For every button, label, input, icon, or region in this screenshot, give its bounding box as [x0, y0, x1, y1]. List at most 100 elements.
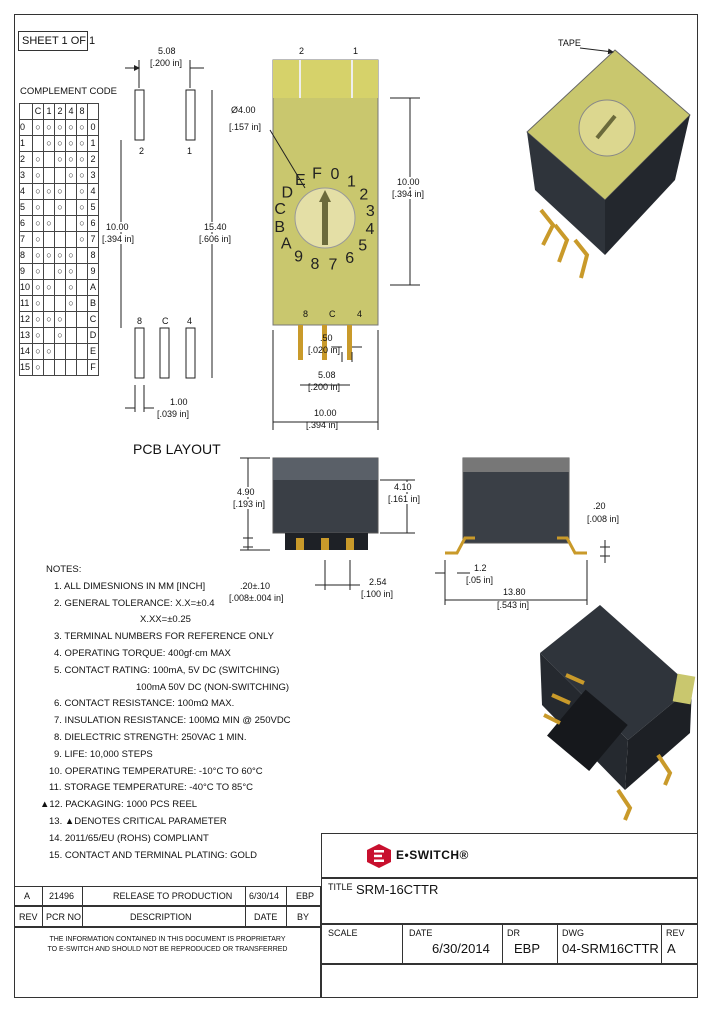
pcb-dim-left-in: [.394 in] — [102, 234, 135, 244]
date-label: DATE — [409, 928, 433, 938]
note-8: 8. DIELECTRIC STRENGTH: 250VAC 1 MIN. — [54, 731, 247, 743]
complement-cell: 0 — [87, 119, 99, 136]
side-r-lead: 1.2 — [474, 563, 487, 573]
complement-cell — [65, 183, 77, 200]
complement-cell: 1 — [87, 135, 99, 152]
rev-label: REV — [666, 928, 685, 938]
pcb-pad-label-4: 4 — [187, 316, 193, 326]
by-header: BY — [297, 912, 310, 922]
side-r-t: .20 — [593, 501, 606, 511]
complement-cell: ○ — [32, 311, 44, 328]
dr-value: EBP — [514, 941, 541, 956]
date-header: DATE — [254, 912, 278, 922]
note-7: 7. INSULATION RESISTANCE: 100MΩ MIN @ 25… — [54, 715, 291, 727]
complement-cell: ○ — [65, 279, 77, 296]
side-pitch: 2.54 — [369, 577, 387, 587]
complement-cell — [43, 295, 55, 312]
complement-row: 10○○○A — [19, 279, 99, 296]
complement-row: 13○○D — [19, 327, 99, 344]
iso-tape-label: TAPE — [558, 38, 581, 48]
complement-cell: ○ — [32, 359, 44, 376]
complement-cell: ○ — [32, 183, 44, 200]
pcb-pad-label-1: 1 — [187, 146, 193, 156]
complement-cell: ○ — [54, 199, 66, 216]
complement-cell: ○ — [32, 343, 44, 360]
side-pitch-in: [.100 in] — [361, 589, 394, 599]
note-3: 3. TERMINAL NUMBERS FOR REFERENCE ONLY — [54, 631, 274, 643]
complement-cell: ○ — [65, 295, 77, 312]
note-4: 4. OPERATING TORQUE: 400gf·cm MAX — [54, 647, 231, 659]
complement-cell: 2 — [87, 151, 99, 168]
complement-cell: 2 — [54, 103, 66, 120]
side-view-right — [435, 457, 610, 605]
complement-cell: ○ — [54, 135, 66, 152]
dwg-value: 04-SRM16CTTR — [562, 941, 659, 956]
iso-bottom-drawing — [540, 605, 696, 821]
complement-cell: 7 — [87, 231, 99, 248]
complement-row: 15○F — [19, 359, 99, 376]
complement-cell: ○ — [43, 119, 55, 136]
complement-cell — [54, 359, 66, 376]
complement-cell: 8 — [87, 247, 99, 264]
dial-char: 8 — [311, 256, 320, 273]
pcb-dim-bottom: 1.00 — [170, 397, 188, 407]
complement-cell: ○ — [76, 167, 88, 184]
complement-cell: ○ — [32, 263, 44, 280]
complement-cell: ○ — [65, 119, 77, 136]
note-14: 14. 2011/65/EU (ROHS) COMPLIANT — [49, 832, 209, 844]
pcb-dim-tall: 15.40 — [204, 222, 227, 232]
top-dia-in: [.157 in] — [229, 122, 262, 132]
complement-cell — [43, 359, 55, 376]
complement-cell: ○ — [54, 311, 66, 328]
complement-cell: 13 — [19, 327, 33, 344]
complement-cell — [65, 359, 77, 376]
note-13: 13. ▲DENOTES CRITICAL PARAMETER — [49, 815, 227, 827]
complement-cell — [43, 167, 55, 184]
complement-cell — [43, 263, 55, 280]
complement-cell: ○ — [76, 215, 88, 232]
complement-cell: ○ — [43, 311, 55, 328]
complement-cell: 6 — [87, 215, 99, 232]
complement-cell: ○ — [76, 199, 88, 216]
complement-cell: ○ — [32, 247, 44, 264]
complement-cell — [32, 135, 44, 152]
info-row — [321, 924, 698, 964]
eswitch-logo-icon — [367, 844, 391, 868]
complement-cell — [76, 343, 88, 360]
complement-cell: 5 — [87, 199, 99, 216]
complement-cell: ○ — [54, 119, 66, 136]
complement-cell: 14 — [19, 343, 33, 360]
proprietary-box: THE INFORMATION CONTAINED IN THIS DOCUME… — [14, 927, 321, 998]
rev-value: A — [24, 891, 31, 901]
top-height: 10.00 — [397, 177, 420, 187]
rev-block-value: A — [667, 941, 676, 956]
dial-char: A — [281, 236, 292, 253]
complement-cell: 11 — [19, 295, 33, 312]
dial-char: 3 — [366, 203, 375, 220]
note-5b: 100mA 50V DC (NON-SWITCHING) — [136, 681, 290, 693]
complement-cell: C — [87, 311, 99, 328]
pcb-dim-left: 10.00 — [106, 222, 129, 232]
complement-cell: 1 — [43, 103, 55, 120]
complement-cell — [54, 231, 66, 248]
complement-cell — [54, 167, 66, 184]
complement-cell: 8 — [19, 247, 33, 264]
complement-cell: ○ — [54, 263, 66, 280]
complement-cell — [87, 103, 99, 120]
complement-cell — [43, 199, 55, 216]
complement-cell: 10 — [19, 279, 33, 296]
complement-cell: ○ — [65, 151, 77, 168]
complement-row: 2○○○○2 — [19, 151, 99, 168]
complement-cell — [76, 311, 88, 328]
complement-cell: ○ — [43, 247, 55, 264]
complement-cell: F — [87, 359, 99, 376]
complement-cell: ○ — [43, 343, 55, 360]
complement-cell: 3 — [87, 167, 99, 184]
side-h1-in: [.193 in] — [233, 499, 266, 509]
side-r-span-in: [.543 in] — [497, 600, 530, 610]
complement-cell: ○ — [65, 167, 77, 184]
complement-cell: E — [87, 343, 99, 360]
complement-cell: 0 — [19, 119, 33, 136]
dwg-label: DWG — [562, 928, 584, 938]
